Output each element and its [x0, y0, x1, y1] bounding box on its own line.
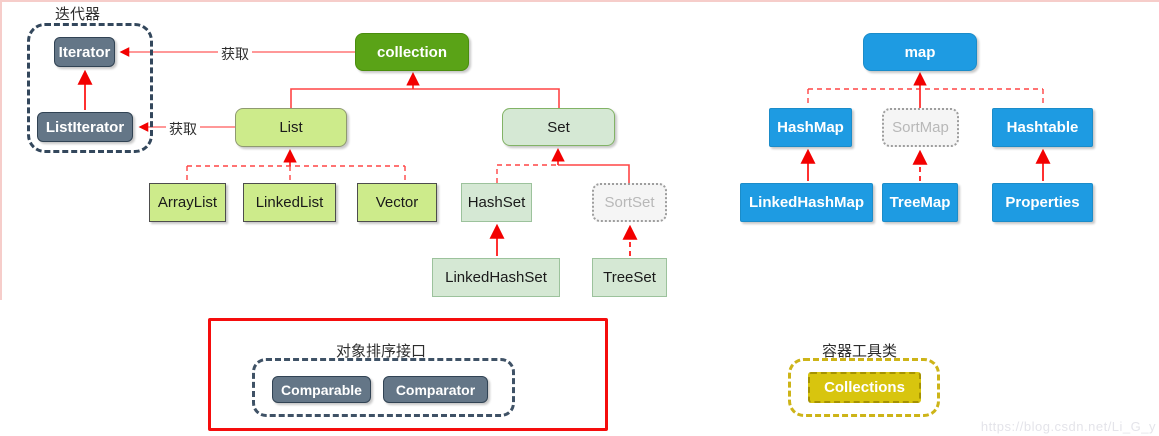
node-linkedhashset: LinkedHashSet: [432, 258, 560, 297]
edge-set-children: [496, 147, 630, 183]
cropped-selection-edge-left: [0, 0, 2, 300]
sorting-group-title: 对象排序接口: [336, 343, 427, 360]
node-collections: Collections: [808, 372, 921, 403]
node-comparable: Comparable: [272, 376, 371, 403]
node-hashset: HashSet: [461, 183, 532, 222]
node-linkedhashmap: LinkedHashMap: [740, 183, 873, 222]
node-comparator: Comparator: [383, 376, 488, 403]
edge-label-acquire-iterator: 获取: [218, 44, 252, 64]
node-listiterator: ListIterator: [37, 112, 133, 142]
sorting-highlight-frame: [208, 318, 608, 431]
node-sortmap: SortMap: [882, 108, 959, 147]
sorting-group-frame: [252, 358, 515, 417]
node-map: map: [863, 33, 977, 71]
edge-list-set-to-collection: [290, 71, 560, 108]
node-iterator: Iterator: [54, 37, 115, 67]
watermark-text: https://blog.csdn.net/Li_G_y: [980, 419, 1156, 434]
node-list: List: [235, 108, 347, 147]
node-vector: Vector: [357, 183, 437, 222]
edge-map-children: [807, 71, 1044, 108]
cropped-selection-edge-top: [0, 0, 1159, 2]
iterator-group-frame: [27, 23, 153, 153]
iterator-group-title: 迭代器: [55, 6, 101, 23]
utility-group-title: 容器工具类: [822, 343, 898, 360]
node-properties: Properties: [992, 183, 1093, 222]
node-hashmap: HashMap: [769, 108, 852, 147]
node-treemap: TreeMap: [882, 183, 958, 222]
node-collection: collection: [355, 33, 469, 71]
node-treeset: TreeSet: [592, 258, 667, 297]
node-sortset: SortSet: [592, 183, 667, 222]
node-arraylist: ArrayList: [149, 183, 226, 222]
edge-list-children: [186, 148, 406, 183]
node-hashtable: Hashtable: [992, 108, 1093, 147]
utility-group-frame: [788, 358, 940, 417]
node-set: Set: [502, 108, 615, 146]
node-linkedlist: LinkedList: [243, 183, 336, 222]
edge-label-acquire-listiterator: 获取: [166, 119, 200, 139]
